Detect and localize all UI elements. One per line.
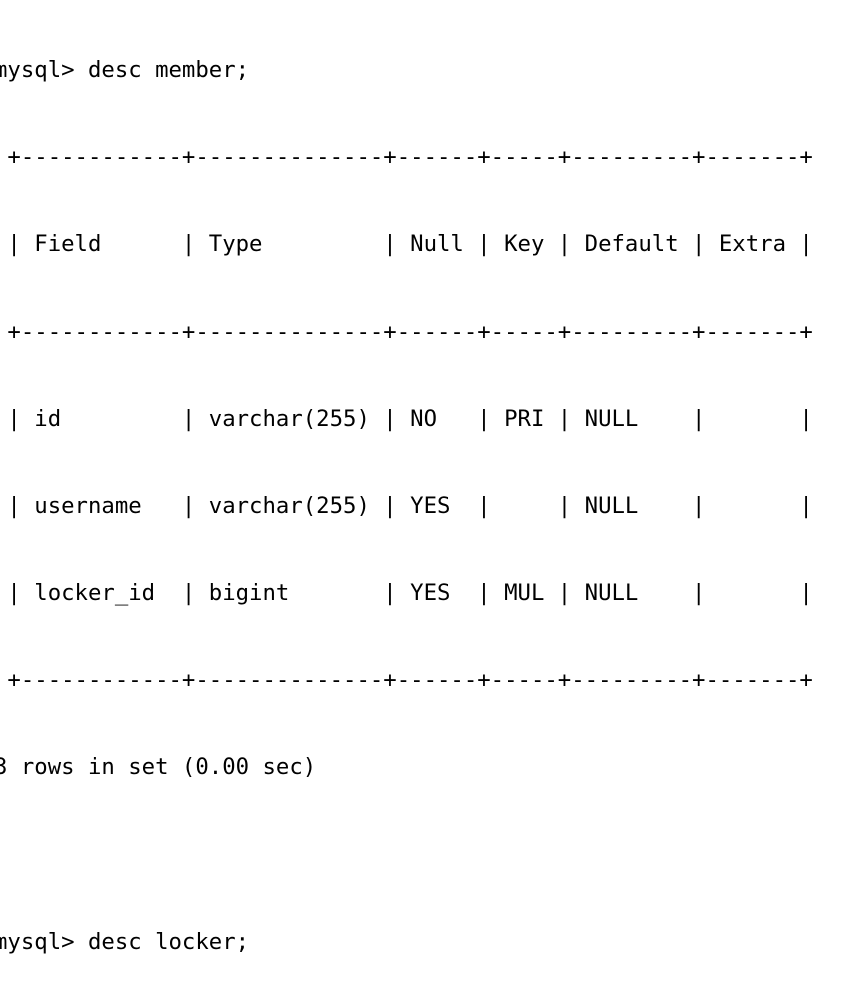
terminal-line-row-member-id: | id | varchar(255) | NO | PRI | NULL | … — [0, 405, 813, 432]
terminal-line-rule-top-member: +------------+--------------+------+----… — [0, 144, 813, 171]
terminal-line-row-member-username: | username | varchar(255) | YES | | NULL… — [0, 492, 813, 519]
terminal-line-blank — [0, 840, 854, 869]
terminal-line-prompt-desc-member: mysql> desc member; — [0, 57, 250, 84]
terminal-line-header-member: | Field | Type | Null | Key | Default | … — [0, 231, 813, 258]
terminal-line-rule-mid-member: +------------+--------------+------+----… — [0, 318, 813, 345]
terminal-line-status-member: 3 rows in set (0.00 sec) — [0, 754, 317, 781]
terminal-line-prompt-desc-locker: mysql> desc locker; — [0, 928, 250, 955]
terminal-line-row-member-lockerid: | locker_id | bigint | YES | MUL | NULL … — [0, 579, 813, 606]
terminal-line-rule-bottom-member: +------------+--------------+------+----… — [0, 667, 813, 694]
